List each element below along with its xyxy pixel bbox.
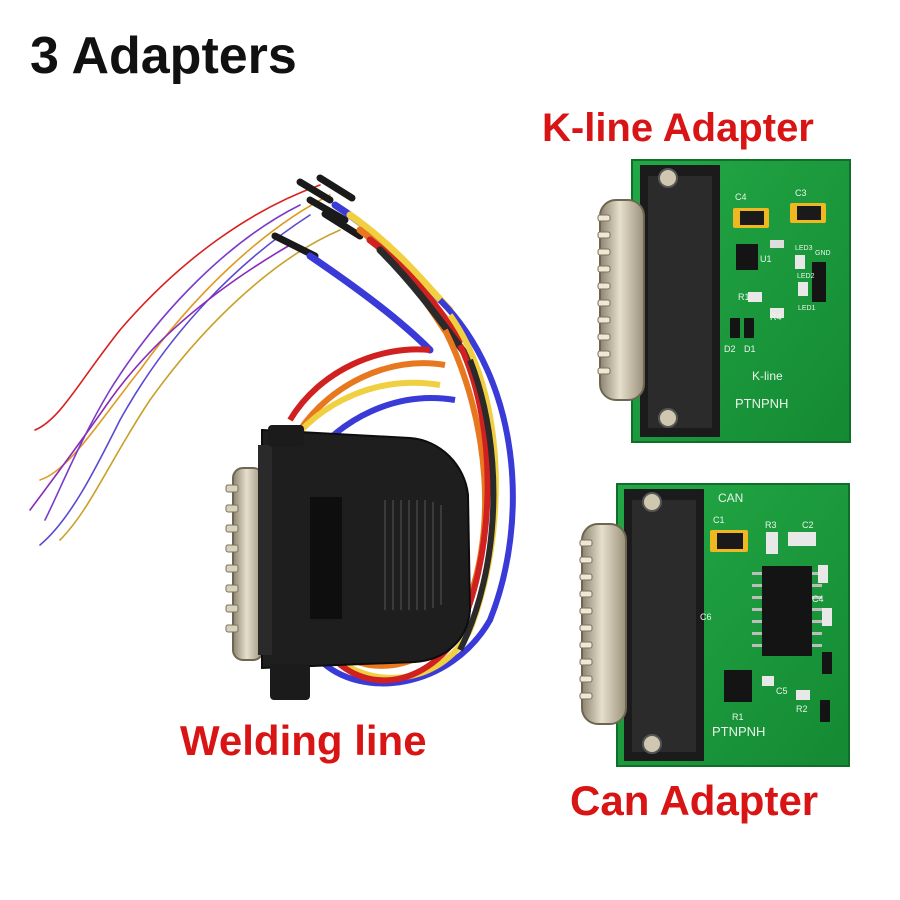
can-silk-r2: R2	[796, 704, 808, 714]
kline-silk-led1: LED1	[798, 305, 816, 312]
kline-adapter-label: K-line Adapter	[542, 106, 814, 150]
can-silk-c4: C4	[812, 594, 824, 604]
can-adapter-label: Can Adapter	[570, 777, 819, 824]
kline-silk-r1: R1	[738, 292, 750, 302]
kline-silk-c3: C3	[795, 188, 807, 198]
kline-silk-d1: D1	[744, 344, 756, 354]
page-title: 3 Adapters	[30, 27, 297, 85]
welding-line-cable	[29, 174, 516, 687]
kline-adapter-board: C4 C3 U1 LED3 LED2 LED1 R1 R4 D1 D2 GND …	[597, 159, 851, 443]
kline-board-name: K-line	[752, 369, 783, 383]
can-board-brand: PTNPNH	[712, 724, 765, 739]
can-silk-c1: C1	[713, 515, 725, 525]
can-adapter-board: C1 R3 C2 C6 C4 C5 R1 R2 CAN PTNPNH	[579, 483, 850, 767]
kline-silk-c4: C4	[735, 192, 747, 202]
can-silk-r1: R1	[732, 712, 744, 722]
can-board-name: CAN	[718, 491, 743, 505]
kline-silk-gnd: GND	[815, 250, 831, 257]
kline-silk-r4: R4	[770, 312, 782, 322]
can-silk-c5: C5	[776, 686, 788, 696]
kline-silk-u1: U1	[760, 254, 772, 264]
kline-silk-led2: LED2	[797, 273, 815, 280]
can-silk-c6: C6	[700, 612, 712, 622]
can-silk-r3: R3	[765, 520, 777, 530]
can-silk-c2: C2	[802, 520, 814, 530]
welding-line-connector	[225, 425, 472, 700]
kline-silk-led3: LED3	[795, 245, 813, 252]
kline-silk-d2: D2	[724, 344, 736, 354]
welding-line-label: Welding line	[180, 717, 427, 764]
kline-board-brand: PTNPNH	[735, 396, 788, 411]
